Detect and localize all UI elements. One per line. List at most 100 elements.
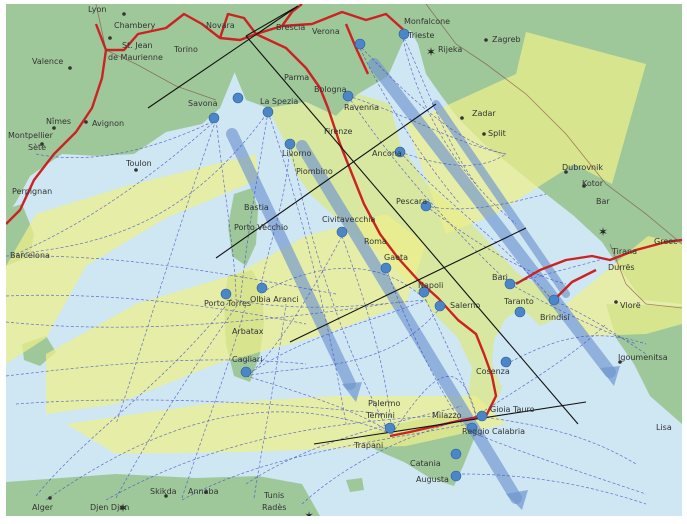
corridor-arrowheads xyxy=(342,366,620,510)
port-ancona[interactable] xyxy=(394,146,406,158)
shipping-route xyxy=(505,335,647,365)
axis-line-diagonal-main xyxy=(245,35,579,425)
shipping-route xyxy=(115,303,239,499)
label-avignon: Avignon xyxy=(92,119,124,128)
port-pescara[interactable] xyxy=(420,200,432,212)
port-savona[interactable] xyxy=(208,112,220,124)
port-civitavecchia[interactable] xyxy=(336,226,348,238)
port-milazzo[interactable] xyxy=(466,422,478,434)
port-gaeta[interactable] xyxy=(380,262,392,274)
shipping-route xyxy=(401,33,477,185)
port-la-spezia[interactable] xyxy=(262,106,274,118)
port-taranto[interactable] xyxy=(514,306,526,318)
shipping-route xyxy=(425,193,547,210)
route-bari-tirana xyxy=(515,238,682,286)
port-bari[interactable] xyxy=(504,278,516,290)
port-catania[interactable] xyxy=(450,448,462,460)
label-de-maurienne: de Maurienne xyxy=(108,53,163,62)
shipping-route xyxy=(347,95,511,285)
port-olbia[interactable] xyxy=(256,282,268,294)
label-st-jean: St. Jean xyxy=(122,41,153,50)
city-dot xyxy=(134,168,138,172)
label-ancona: Ancona xyxy=(372,149,402,158)
country-borders xyxy=(95,4,682,309)
label-chambery: Chambery xyxy=(114,21,156,30)
label-toulon: Toulon xyxy=(125,159,152,168)
label-dubrovnik: Dubrovnik xyxy=(562,163,603,172)
city-dot xyxy=(48,496,52,500)
label-rijeka: Rijeka xyxy=(438,45,462,54)
port-salerno[interactable] xyxy=(434,300,446,312)
star-markers: ✶ ✶ ✶ ✶ xyxy=(118,45,608,516)
port-livorno[interactable] xyxy=(284,138,296,150)
axis-line-bottom xyxy=(313,401,587,445)
star-icon: ✶ xyxy=(304,509,314,516)
ports-routes-map: ✶ ✶ ✶ ✶ Lyon Chambery St. Jean de Maurie… xyxy=(6,4,682,516)
label-valence: Valence xyxy=(32,57,63,66)
label-brescia: Brescia xyxy=(276,23,305,32)
port-cagliari[interactable] xyxy=(240,366,252,378)
label-lyon: Lyon xyxy=(88,5,106,14)
shipping-route xyxy=(253,303,287,499)
label-porto-torres: Porto Torres xyxy=(204,299,251,308)
map-canvas: ✶ ✶ ✶ ✶ Lyon Chambery St. Jean de Maurie… xyxy=(6,4,682,516)
shipping-route xyxy=(347,95,507,155)
shipping-route xyxy=(181,423,469,501)
city-dot xyxy=(164,494,168,498)
city-dot xyxy=(52,126,56,130)
port-porto-torres[interactable] xyxy=(220,288,232,300)
label-taranto: Taranto xyxy=(503,297,534,306)
port-trieste[interactable] xyxy=(398,28,410,40)
label-perpignan: Perpignan xyxy=(12,187,52,196)
port-augusta[interactable] xyxy=(450,470,462,482)
shipping-route xyxy=(245,235,343,377)
arrow-tyrrhenian-west xyxy=(226,128,356,390)
port-gioia-tauro[interactable] xyxy=(476,410,488,422)
shipping-route xyxy=(35,119,217,158)
land-island-south xyxy=(346,478,364,492)
label-montpellier: Montpellier xyxy=(8,131,54,140)
city-dot xyxy=(484,38,488,42)
city-dot xyxy=(40,142,44,146)
overlay-southeast-arrow xyxy=(566,236,682,336)
shipping-route xyxy=(15,119,217,255)
label-trieste: Trieste xyxy=(407,31,434,40)
arrowhead-adriatic xyxy=(600,366,620,386)
label-torino: Torino xyxy=(173,45,198,54)
shipping-routes xyxy=(6,33,647,505)
label-olbia: Olbia Aranci xyxy=(250,295,299,304)
route-france xyxy=(6,49,108,225)
shipping-route xyxy=(267,111,347,425)
city-dots xyxy=(40,12,622,500)
label-piombino: Piombino xyxy=(296,167,333,176)
label-bari: Bari xyxy=(492,273,508,282)
label-roma: Roma xyxy=(364,237,387,246)
label-bologna: Bologna xyxy=(314,85,347,94)
label-novara: Novara xyxy=(206,21,235,30)
label-arbatax: Arbatax xyxy=(232,327,264,336)
city-dot xyxy=(582,184,586,188)
shipping-route xyxy=(245,307,441,377)
label-tirana: Tirana xyxy=(611,247,637,256)
port-cosenza[interactable] xyxy=(500,356,512,368)
label-napoli: Napoli xyxy=(418,281,443,290)
label-pescara: Pescara xyxy=(396,197,427,206)
label-split: Split xyxy=(488,129,506,138)
label-augusta: Augusta xyxy=(416,475,449,484)
shipping-route xyxy=(461,473,647,505)
port-ravenna[interactable] xyxy=(342,90,354,102)
port-genova[interactable] xyxy=(232,92,244,104)
label-firenze: Firenze xyxy=(324,127,353,136)
shipping-route xyxy=(45,411,393,501)
shipping-route xyxy=(401,33,517,225)
shipping-route xyxy=(475,323,607,417)
port-brindisi[interactable] xyxy=(548,294,560,306)
port-palermo[interactable] xyxy=(384,422,396,434)
shipping-route xyxy=(245,299,427,377)
port-napoli[interactable] xyxy=(418,286,430,298)
shipping-route xyxy=(475,415,637,465)
label-brindisi: Brindisi xyxy=(540,313,570,322)
shipping-route xyxy=(341,235,393,435)
label-savona: Savona xyxy=(188,99,218,108)
port-venezia[interactable] xyxy=(354,38,366,50)
